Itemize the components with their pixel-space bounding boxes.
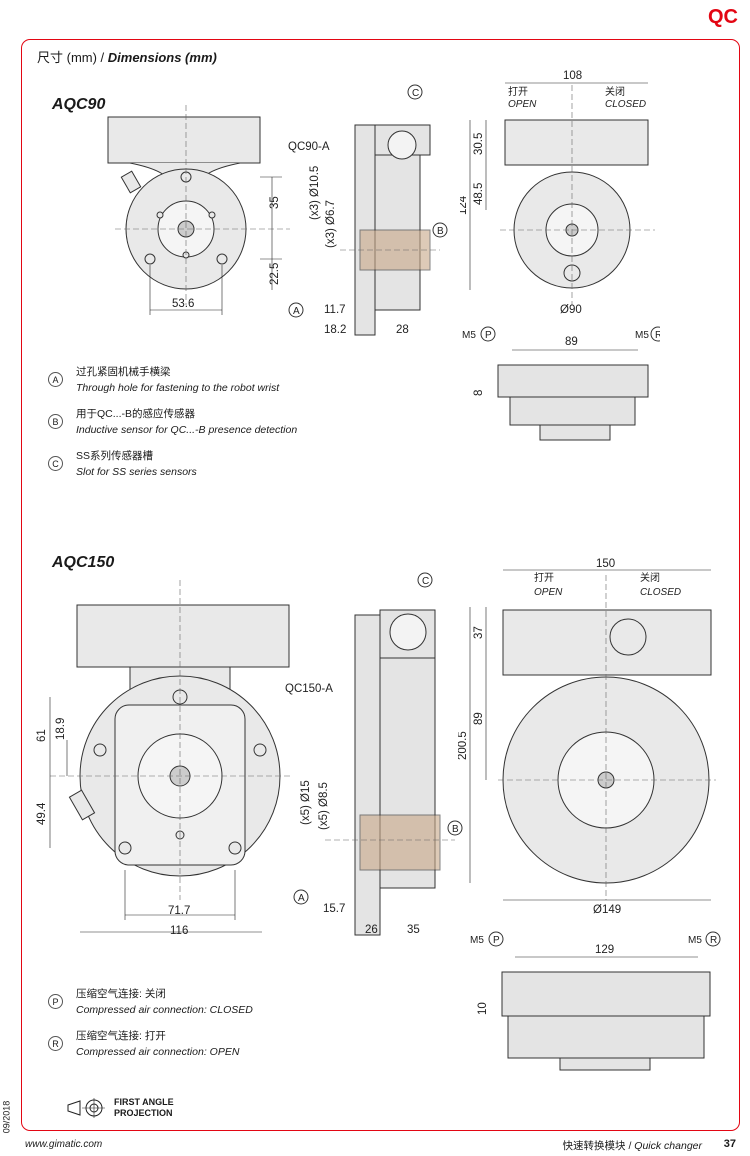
svg-text:Ø149: Ø149 [593, 904, 621, 916]
svg-text:10: 10 [477, 1002, 489, 1015]
svg-text:C: C [422, 576, 429, 587]
content-frame [21, 39, 740, 1131]
footer-title: 快速转换模块 / Quick changer [562, 1140, 702, 1152]
svg-text:30.5: 30.5 [473, 133, 485, 155]
svg-text:C: C [412, 88, 419, 99]
brand-label: QC [708, 6, 738, 28]
svg-text:(x3) Ø6.7: (x3) Ø6.7 [325, 200, 337, 248]
svg-text:R: R [655, 330, 660, 341]
date-label: 09/2018 [1, 1100, 12, 1134]
model-title-aqc90: AQC90 [52, 96, 106, 113]
aqc150-front-view: 61 18.9 49.4 71.7 116 [36, 580, 290, 937]
svg-text:89: 89 [565, 336, 578, 348]
svg-text:M5: M5 [688, 935, 702, 946]
svg-text:22.5: 22.5 [269, 263, 281, 285]
svg-text:M5: M5 [462, 330, 476, 341]
aqc150-bottom-view: 129 M5 P M5 R 10 [470, 931, 721, 1071]
svg-text:A: A [293, 306, 300, 317]
svg-text:35: 35 [407, 924, 420, 936]
svg-text:26: 26 [365, 924, 378, 936]
svg-text:打开: 打开 [508, 85, 528, 98]
svg-text:116: 116 [170, 925, 188, 937]
svg-text:129: 129 [595, 944, 614, 956]
svg-text:M5: M5 [635, 330, 649, 341]
model-title-aqc150: AQC150 [52, 554, 115, 571]
aqc90-side-view: C B A QC90-A (x3) Ø10.5 (x3) Ø6.7 11.7 1… [288, 84, 448, 336]
svg-text:CLOSED: CLOSED [640, 587, 681, 598]
svg-text:P: P [493, 935, 500, 946]
svg-text:61: 61 [36, 729, 48, 742]
svg-text:OPEN: OPEN [534, 587, 563, 598]
svg-text:M5: M5 [470, 935, 484, 946]
svg-text:15.7: 15.7 [323, 903, 345, 915]
svg-text:A: A [298, 893, 305, 904]
svg-text:B: B [437, 226, 444, 237]
svg-text:53.6: 53.6 [172, 298, 194, 310]
svg-text:8: 8 [473, 390, 485, 396]
svg-text:200.5: 200.5 [458, 731, 469, 760]
svg-text:89: 89 [473, 712, 485, 725]
svg-text:QC90-A: QC90-A [288, 141, 330, 153]
svg-text:49.4: 49.4 [36, 802, 48, 825]
svg-text:124: 124 [460, 195, 469, 215]
page-number: 37 [723, 1138, 736, 1150]
svg-text:B: B [452, 824, 459, 835]
svg-text:28: 28 [396, 324, 409, 336]
svg-text:35: 35 [269, 196, 281, 209]
svg-text:48.5: 48.5 [473, 183, 485, 205]
first-angle-projection-icon [67, 1098, 105, 1118]
svg-text:37: 37 [473, 626, 485, 639]
svg-text:11.7: 11.7 [324, 304, 346, 316]
svg-text:108: 108 [563, 70, 582, 82]
aqc90-front-view: 35 22.5 53.6 [107, 105, 290, 315]
svg-text:OPEN: OPEN [508, 99, 537, 110]
svg-text:18.2: 18.2 [324, 324, 346, 336]
svg-text:(x5) Ø8.5: (x5) Ø8.5 [318, 782, 330, 830]
aqc150-rear-view: 150 打开 OPEN 关闭 CLOSED 37 89 200.5 Ø149 [458, 558, 716, 916]
svg-text:QC150-A: QC150-A [285, 683, 333, 695]
svg-text:18.9: 18.9 [55, 718, 67, 740]
svg-text:R: R [710, 935, 717, 946]
svg-text:(x3) Ø10.5: (x3) Ø10.5 [309, 166, 321, 220]
svg-text:71.7: 71.7 [168, 905, 190, 917]
svg-text:关闭: 关闭 [605, 85, 625, 98]
website-link[interactable]: www.gimatic.com [25, 1139, 103, 1150]
svg-text:打开: 打开 [534, 571, 554, 584]
svg-text:CLOSED: CLOSED [605, 99, 646, 110]
page-title: 尺寸 (mm) / Dimensions (mm) [37, 50, 217, 65]
aqc90-bottom-view: 89 M5 P M5 R 8 [462, 326, 660, 441]
aqc150-side-view: C B A QC150-A (x5) Ø15 (x5) Ø8.5 15.7 26… [285, 572, 463, 936]
svg-text:P: P [485, 330, 492, 341]
svg-text:Ø90: Ø90 [560, 304, 582, 316]
svg-text:150: 150 [596, 558, 615, 570]
aqc90-rear-view: 108 打开 OPEN 关闭 CLOSED 30.5 48.5 124 Ø90 [460, 70, 655, 316]
svg-text:关闭: 关闭 [640, 571, 660, 584]
svg-text:(x5) Ø15: (x5) Ø15 [300, 780, 312, 825]
